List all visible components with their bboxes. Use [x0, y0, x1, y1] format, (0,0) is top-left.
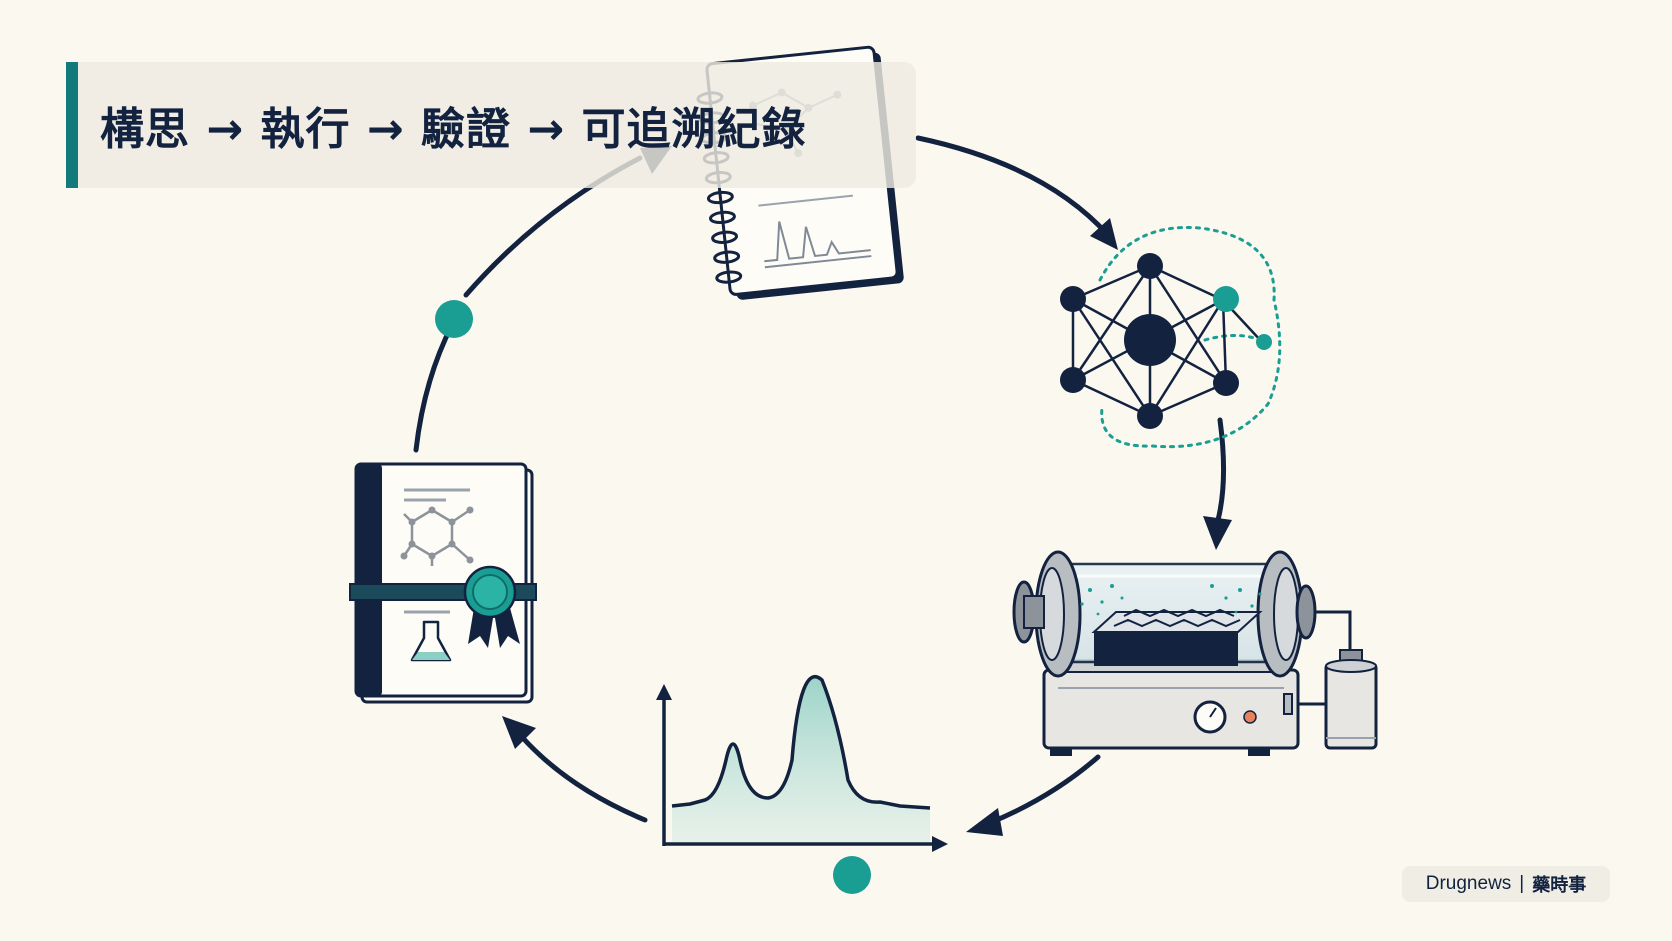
teal-marker-dot [435, 300, 473, 338]
chromatogram-icon [656, 674, 948, 852]
arrow-evaporator-to-chromatogram [966, 754, 1101, 836]
arrow-notebook-to-network [915, 135, 1118, 250]
page-title: 構思 → 執行 → 驗證 → 可追溯紀錄 [100, 104, 807, 155]
arrow-chromatogram-to-book [502, 716, 648, 823]
brand-name: Drugnews [1425, 873, 1512, 894]
brand-name-zh: 藥時事 [1532, 875, 1587, 896]
brand-badge: Drugnews | 藥時事 [1402, 866, 1610, 902]
title-banner: 構思 → 執行 → 驗證 → 可追溯紀錄 [66, 62, 916, 188]
arrow-network-to-evaporator [1203, 417, 1232, 550]
brand-separator: | [1519, 873, 1525, 894]
teal-marker-dot [833, 856, 871, 894]
rotary-evaporator-icon [1012, 550, 1378, 756]
sealed-record-book-icon [349, 462, 537, 704]
arrow-book-to-notebook [413, 146, 672, 453]
molecular-network-icon [1060, 225, 1282, 449]
